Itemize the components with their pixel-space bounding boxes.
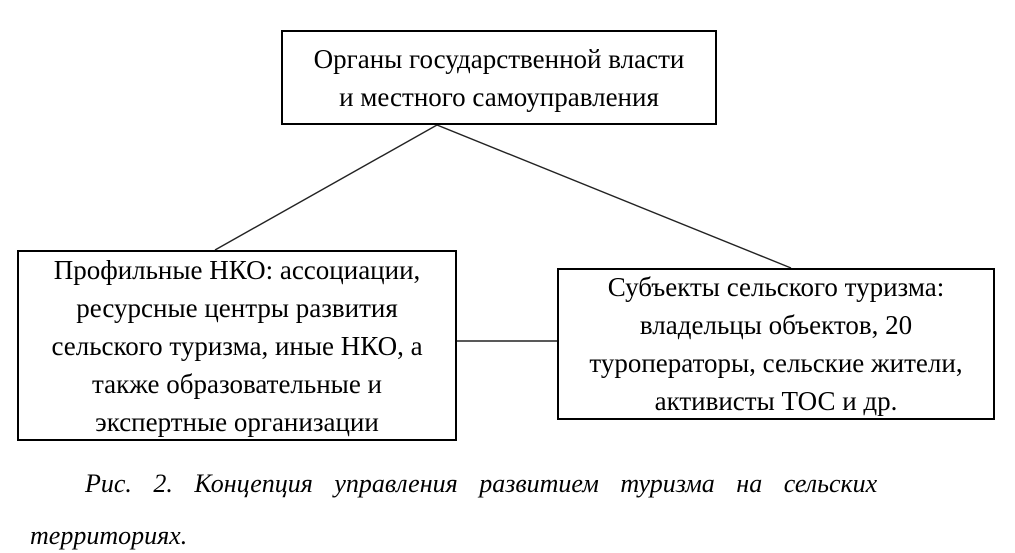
connector-top-to-left-line [214, 124, 438, 251]
node-government-authorities: Органы государственной власти и местного… [281, 30, 717, 125]
figure-caption-line2: территориях. [30, 521, 188, 550]
node-rural-tourism-subjects-text: Субъекты сельского туризма: владельцы об… [589, 272, 963, 416]
node-government-authorities-text: Органы государственной власти и местного… [313, 43, 685, 112]
figure-caption: Рис. 2. Концепция управления развитием т… [30, 458, 990, 553]
node-rural-tourism-subjects: Субъекты сельского туризма: владельцы об… [557, 268, 995, 420]
node-profile-nko-text: Профильные НКО: ассоциации, ресурсные це… [51, 254, 423, 437]
figure-caption-line1: Рис. 2. Концепция управления развитием т… [85, 469, 878, 498]
connector-top-to-right-line [436, 124, 792, 269]
node-profile-nko: Профильные НКО: ассоциации, ресурсные це… [17, 250, 457, 441]
